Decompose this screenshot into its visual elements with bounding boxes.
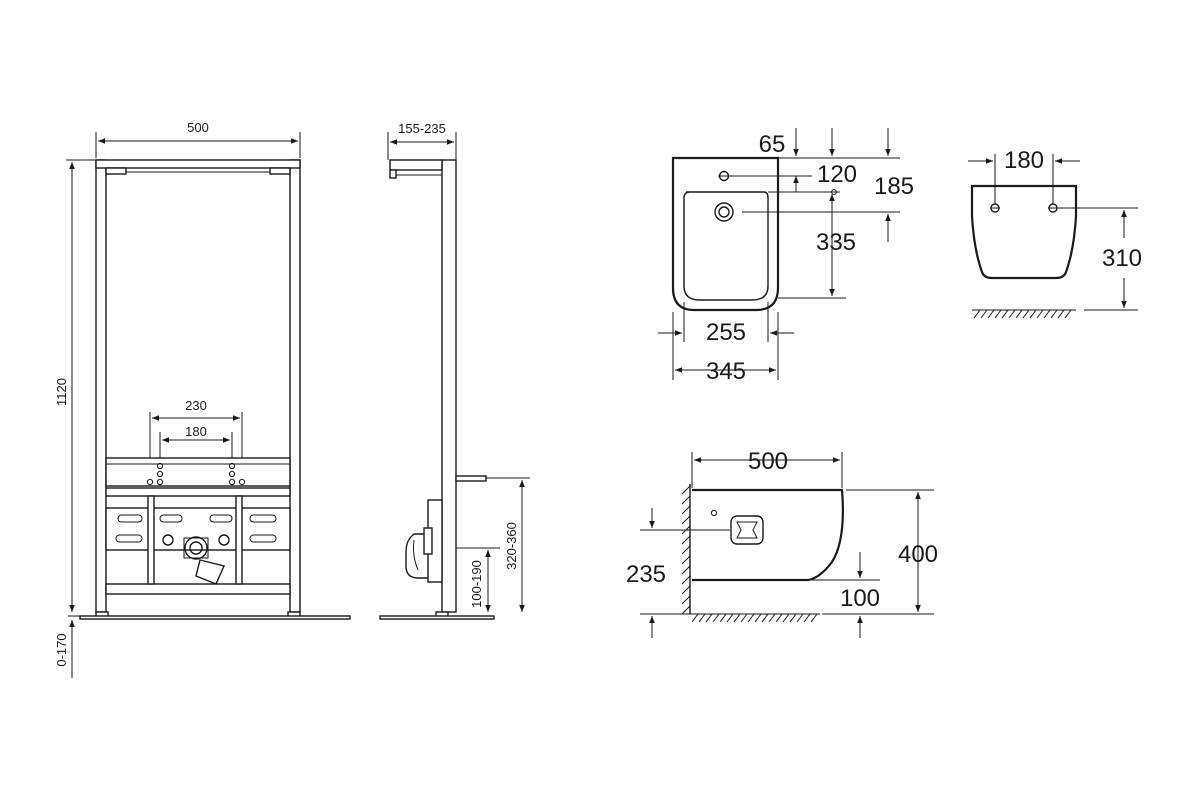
dim-outlet-offset: 185 — [874, 173, 914, 200]
bidet-side-outline — [692, 488, 844, 582]
bidet-side-outlet — [730, 515, 764, 545]
floor-line-front — [79, 615, 351, 620]
frame-drain-elbow — [195, 559, 225, 585]
frame-top-bar — [95, 159, 301, 169]
frame-right-upright — [289, 159, 301, 613]
frame-left-upright — [95, 159, 107, 613]
bidet-drain-hole — [714, 202, 734, 222]
dim-outer-spacing: 230 — [185, 398, 207, 413]
dim-hole-offset: 120 — [817, 161, 857, 188]
dim-outlet-side-height: 235 — [626, 561, 666, 588]
dim-inner-spacing: 180 — [185, 424, 207, 439]
frame-side-drain — [405, 533, 428, 579]
bidet-side-view: 500 400 235 100 — [626, 448, 938, 638]
frame-drain-pipe — [184, 536, 208, 560]
dim-bolt-spacing: 180 — [1004, 147, 1044, 174]
frame-front-view: 500 1120 0-170 230 180 — [54, 120, 351, 678]
dim-bidet-height: 400 — [898, 541, 938, 568]
frame-side-inlet — [455, 475, 487, 482]
bidet-back-outline — [970, 184, 1078, 280]
dim-frame-width: 500 — [187, 120, 209, 135]
dim-inner-width: 255 — [706, 319, 746, 346]
frame-side-view: 155-235 100-190 320-360 — [379, 121, 530, 620]
bidet-top-bowl — [683, 191, 769, 301]
frame-side-arm — [389, 159, 443, 171]
frame-side-upright — [441, 159, 457, 613]
dim-outer-width: 345 — [706, 358, 746, 385]
floor-line-side — [379, 615, 495, 620]
dim-frame-height: 1120 — [54, 378, 69, 406]
dim-bowl-length: 335 — [816, 229, 856, 256]
dim-bidet-length: 500 — [748, 448, 788, 475]
dim-bolt-height: 310 — [1102, 245, 1142, 272]
dim-bottom-clearance: 100 — [840, 585, 880, 612]
dim-outlet-height: 100-190 — [469, 560, 484, 608]
dim-frame-depth: 155-235 — [398, 121, 446, 136]
dim-top-offset: 65 — [759, 131, 786, 158]
bidet-top-view: 65 120 185 335 255 345 — [658, 128, 914, 385]
frame-connection-panel — [105, 457, 291, 487]
bidet-back-view: 180 310 — [968, 147, 1142, 319]
bidet-top-outline — [671, 156, 780, 312]
frame-mounting-plate — [105, 507, 291, 551]
dim-inlet-height: 320-360 — [504, 522, 519, 570]
dim-foot-adjust: 0-170 — [54, 633, 69, 666]
